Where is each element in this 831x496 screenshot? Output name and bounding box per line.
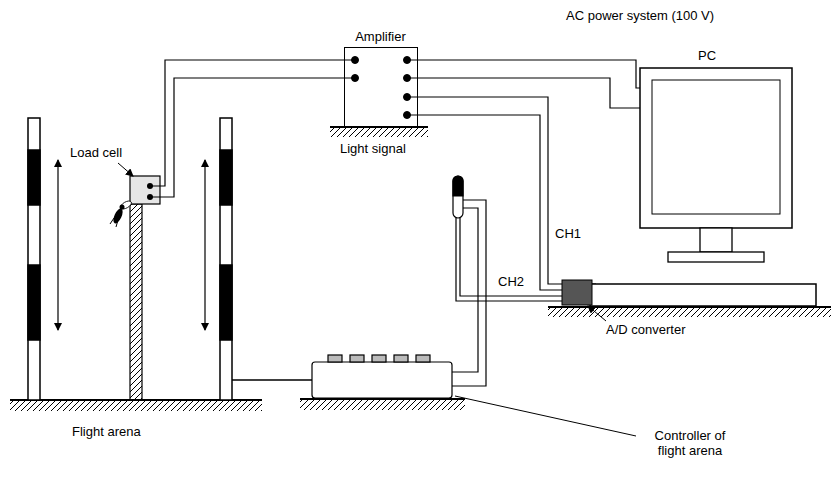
load-cell (130, 176, 160, 204)
arena-controller (312, 355, 452, 398)
part-label: Flight arena (72, 424, 141, 439)
arena-post (28, 118, 232, 400)
node-title: Amplifier (355, 29, 406, 44)
signal-label: CH2 (498, 274, 524, 289)
signal-label: CH1 (555, 226, 581, 241)
pc-base (590, 284, 816, 306)
part-label: Load cell (70, 145, 122, 160)
light-sensor (453, 176, 463, 218)
amplifier-box: Amplifier (344, 47, 418, 127)
insect (110, 199, 133, 227)
terminal-dot (344, 57, 418, 119)
part-label: Controller of flight arena (640, 428, 740, 458)
leader-line (118, 163, 636, 436)
part-label: A/D converter (606, 322, 685, 337)
node-title: AC power system (100 V) (566, 8, 714, 23)
signal-wire (418, 97, 596, 290)
ad-converter-plug (562, 280, 592, 305)
node-title: PC (698, 48, 716, 63)
part-label: Light signal (340, 141, 406, 156)
arena-cable (232, 379, 312, 381)
pc-monitor: PC (596, 48, 818, 312)
sensor-wire (452, 200, 562, 386)
monitor-outline (596, 48, 818, 312)
support-pole (130, 204, 142, 400)
load-cell-wire (160, 60, 344, 197)
